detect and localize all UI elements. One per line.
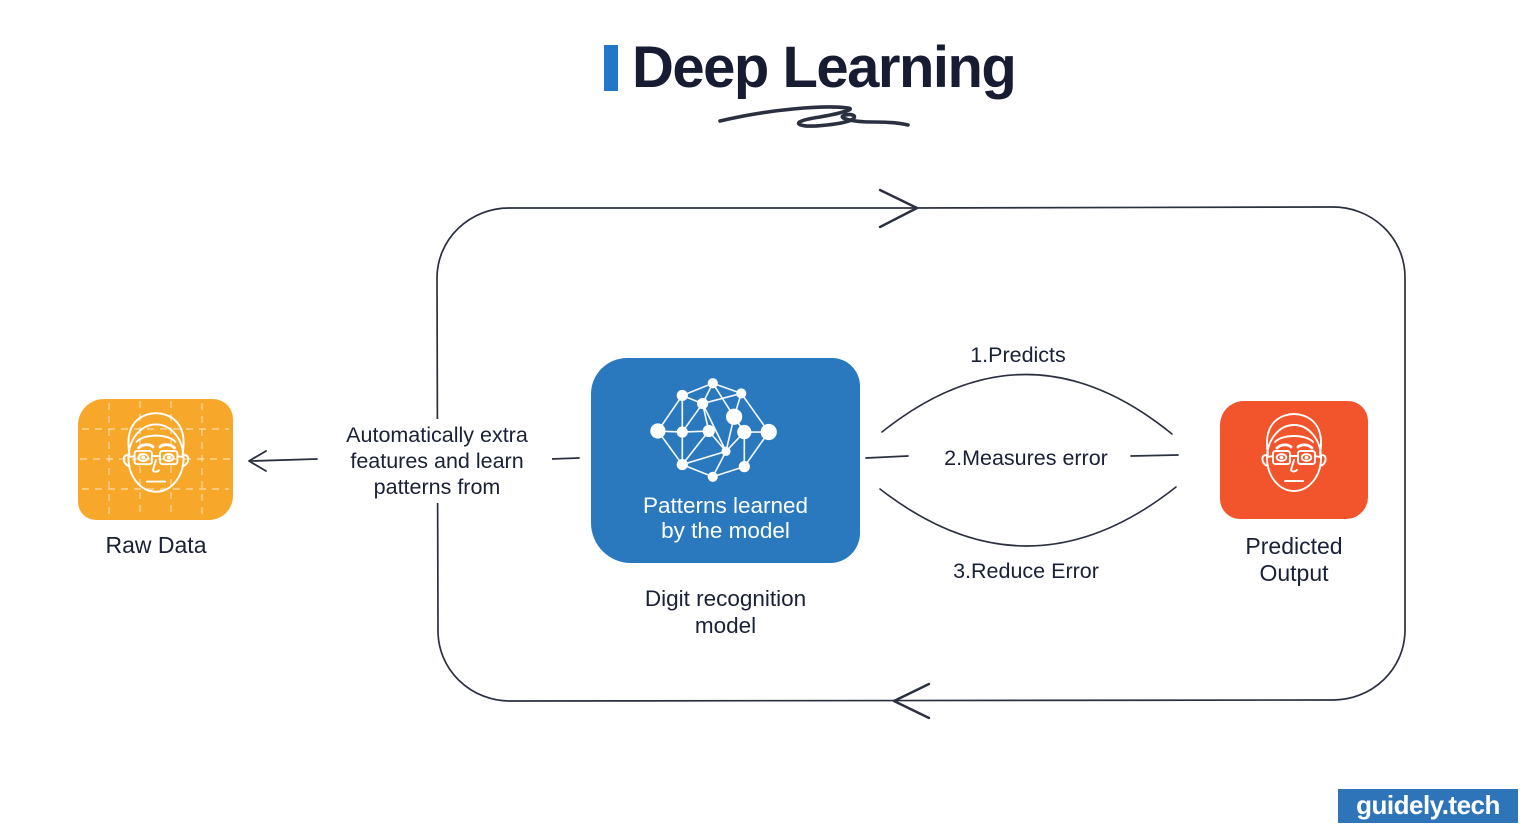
predicted-output-label: Predicted Output — [1210, 533, 1378, 587]
raw-data-box — [78, 399, 233, 520]
reduce-arc — [879, 486, 1177, 547]
model-inner-line-2: by the model — [661, 518, 790, 543]
underline-squiggle-icon — [718, 105, 910, 128]
brand-logo: guidely.tech — [1338, 789, 1518, 823]
page-title: Deep Learning — [632, 35, 1017, 100]
model-caption-line-1: Digit recognition — [644, 586, 807, 611]
raw-data-arrowhead-icon — [248, 450, 267, 472]
predicted-output-box — [1220, 401, 1368, 519]
auto-note-line-1: Automatically extra — [346, 423, 528, 447]
model-caption: Digit recognition model — [591, 585, 860, 639]
predicted-output-line-2: Output — [1259, 560, 1329, 586]
feedback-loop-outline — [436, 206, 1406, 702]
measure-dash-left — [865, 455, 909, 459]
auto-note-line-2: features and learn — [350, 449, 524, 473]
predicted-output-line-1: Predicted — [1245, 533, 1343, 559]
model-box: Patterns learned by the model — [591, 358, 860, 563]
model-inner-line-1: Patterns learned — [642, 493, 809, 518]
step-predicts-label: 1.Predicts — [970, 343, 1066, 367]
title-accent-bar — [604, 45, 618, 91]
model-caption-line-2: model — [694, 613, 757, 638]
predict-arc — [881, 373, 1173, 435]
model-inner-label: Patterns learned by the model — [591, 493, 860, 543]
loop-arrow-bottom-icon — [892, 682, 931, 720]
neural-network-icon — [649, 378, 777, 482]
note-right-dash — [550, 457, 580, 460]
step-measures-error-label: 2.Measures error — [944, 446, 1108, 470]
face-sketch-icon — [1260, 412, 1328, 493]
face-sketch-icon — [122, 411, 190, 494]
auto-note-line-3: patterns from — [373, 475, 501, 499]
measure-dash-right — [1130, 454, 1179, 457]
loop-arrow-top-icon — [878, 188, 919, 229]
raw-data-label: Raw Data — [105, 532, 207, 558]
step-reduce-error-label: 3.Reduce Error — [953, 559, 1099, 583]
auto-feature-note: Automatically extra features and learn p… — [322, 419, 552, 503]
grid-pattern-icon — [80, 401, 231, 518]
raw-data-arrow-icon — [251, 458, 318, 462]
